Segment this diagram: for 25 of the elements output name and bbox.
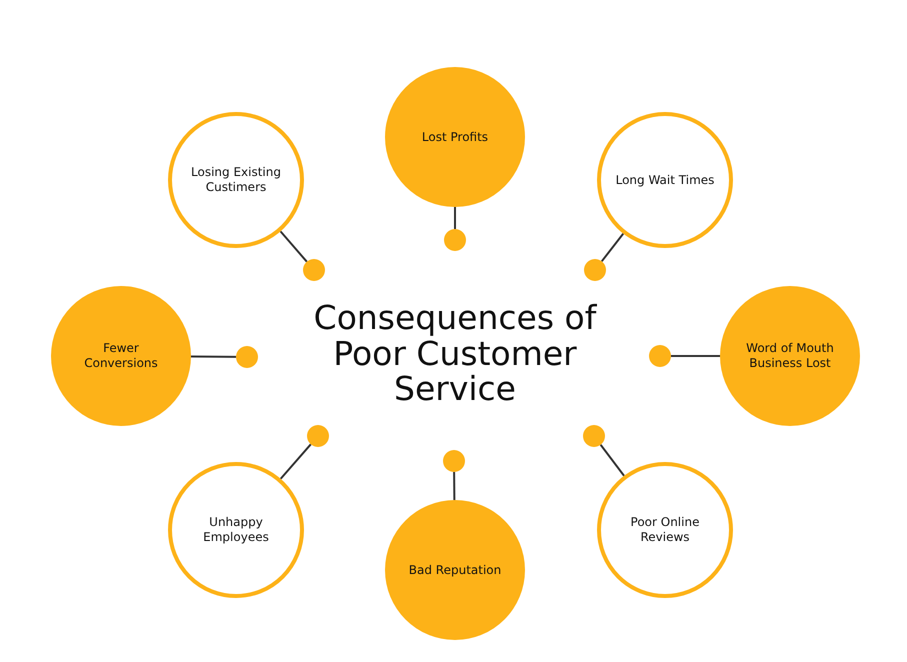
connector-dot bbox=[584, 259, 606, 281]
connector-line bbox=[454, 207, 456, 229]
connector-line bbox=[280, 444, 312, 480]
connector-line bbox=[600, 444, 625, 476]
circle-label: Poor Online Reviews bbox=[630, 515, 700, 545]
connector-dot bbox=[443, 450, 465, 472]
circle-label: Word of Mouth Business Lost bbox=[745, 341, 835, 371]
connector-line bbox=[280, 230, 308, 262]
circle-label: Fewer Conversions bbox=[83, 341, 159, 371]
connector-dot bbox=[303, 259, 325, 281]
connector-dot bbox=[649, 345, 671, 367]
connector-line bbox=[600, 233, 624, 262]
connector-line bbox=[191, 356, 236, 358]
connector-dot bbox=[307, 425, 329, 447]
circle-label: Losing Existing Custimers bbox=[190, 165, 282, 195]
connector-line bbox=[671, 355, 720, 357]
connector-line bbox=[453, 472, 456, 500]
circle-label: Bad Reputation bbox=[408, 562, 502, 578]
circle-label: Unhappy Employees bbox=[202, 515, 270, 545]
connector-dot bbox=[583, 425, 605, 447]
circle-label: Long Wait Times bbox=[614, 172, 716, 188]
connector-dot bbox=[444, 229, 466, 251]
connector-dot bbox=[236, 346, 258, 368]
circle-label: Lost Profits bbox=[420, 130, 490, 144]
title: Consequences of Poor Customer Service bbox=[312, 300, 598, 407]
